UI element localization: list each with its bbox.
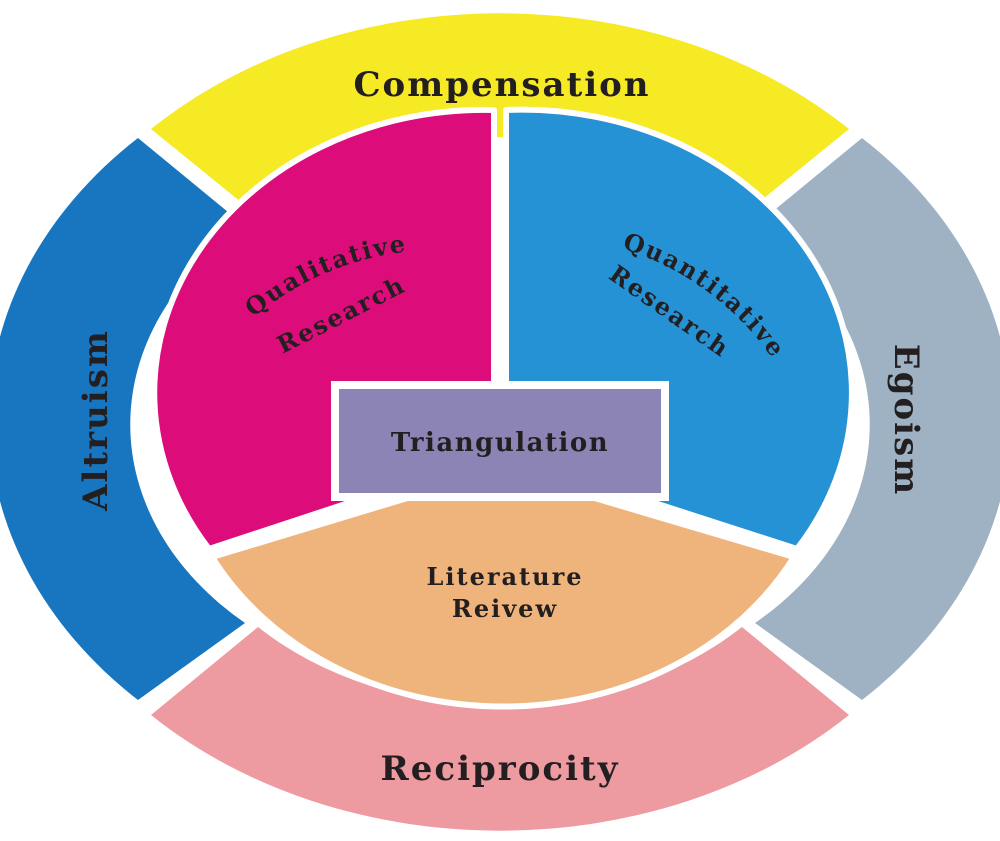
label-altruism: Altruism — [76, 329, 116, 512]
label-compensation: Compensation — [353, 65, 650, 105]
label-triangulation: Triangulation — [391, 428, 609, 458]
label-literature-line2: Reivew — [452, 594, 558, 623]
label-egoism: Egoism — [886, 344, 926, 496]
label-reciprocity: Reciprocity — [381, 749, 620, 789]
inner-segment-literature-review — [209, 467, 797, 710]
outer-segment-reciprocity — [151, 627, 849, 831]
label-literature-line1: Literature — [427, 562, 584, 591]
center-box-triangulation — [331, 381, 669, 501]
